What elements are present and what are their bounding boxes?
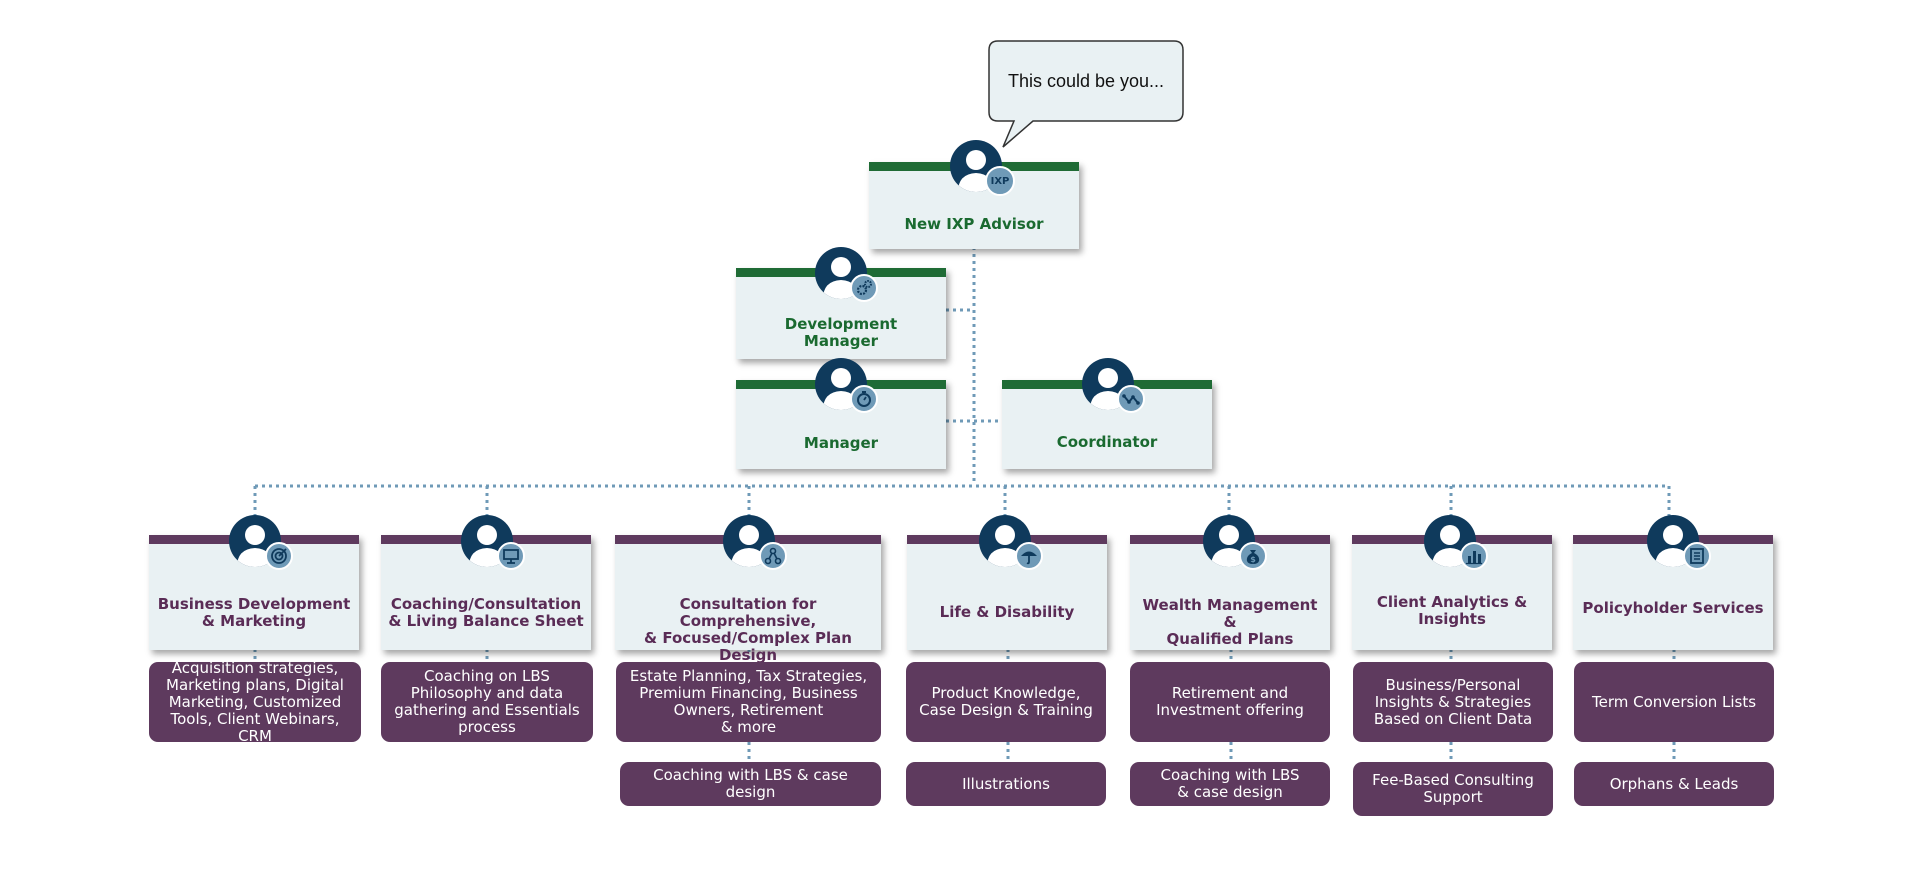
node-label: Life & Disability bbox=[939, 603, 1075, 621]
detail-box: Fee-Based Consulting Support bbox=[1353, 762, 1553, 816]
callout-text: This could be you... bbox=[1007, 70, 1165, 91]
gears-icon bbox=[850, 274, 878, 302]
callout-bubble: This could be you... bbox=[988, 40, 1188, 152]
person-avatar-icon bbox=[461, 515, 513, 567]
detail-box: Coaching with LBS & case design bbox=[620, 762, 881, 806]
node-label: Development Manager bbox=[784, 315, 898, 350]
detail-box: Retirement and Investment offering bbox=[1130, 662, 1330, 742]
node-label: Coordinator bbox=[1056, 433, 1158, 451]
detail-box: Coaching with LBS & case design bbox=[1130, 762, 1330, 806]
node-label: Manager bbox=[803, 434, 879, 452]
node-label: Coaching/Consultation & Living Balance S… bbox=[388, 595, 584, 630]
detail-box: Illustrations bbox=[906, 762, 1106, 806]
ixp-badge-icon: IXP bbox=[985, 166, 1015, 196]
node-label: Client Analytics & Insights bbox=[1376, 593, 1528, 628]
target-icon bbox=[265, 542, 293, 570]
detail-box: Term Conversion Lists bbox=[1574, 662, 1774, 742]
hierarchy-icon bbox=[759, 542, 787, 570]
node-label: Consultation for Comprehensive, & Focuse… bbox=[644, 595, 852, 664]
document-icon bbox=[1683, 542, 1711, 570]
presentation-icon bbox=[497, 542, 525, 570]
node-label: New IXP Advisor bbox=[904, 215, 1044, 233]
bar-chart-icon bbox=[1460, 542, 1488, 570]
detail-box: Estate Planning, Tax Strategies, Premium… bbox=[616, 662, 881, 742]
detail-box: Business/Personal Insights & Strategies … bbox=[1353, 662, 1553, 742]
svg-text:$: $ bbox=[1250, 555, 1256, 564]
node-label: Wealth Management & Qualified Plans bbox=[1142, 596, 1318, 648]
callout-shape bbox=[988, 40, 1184, 148]
detail-box: Coaching on LBS Philosophy and data gath… bbox=[381, 662, 593, 742]
person-avatar-icon bbox=[1082, 358, 1134, 410]
node-label: Business Development & Marketing bbox=[157, 595, 351, 630]
stopwatch-icon bbox=[850, 385, 878, 413]
node-label: Policyholder Services bbox=[1582, 599, 1764, 617]
detail-box: Product Knowledge, Case Design & Trainin… bbox=[906, 662, 1106, 742]
detail-box: Orphans & Leads bbox=[1574, 762, 1774, 806]
umbrella-icon bbox=[1015, 542, 1043, 570]
money-bag-icon: $ bbox=[1239, 542, 1267, 570]
network-icon bbox=[1117, 385, 1145, 413]
detail-box: Acquisition strategies, Marketing plans,… bbox=[149, 659, 361, 744]
